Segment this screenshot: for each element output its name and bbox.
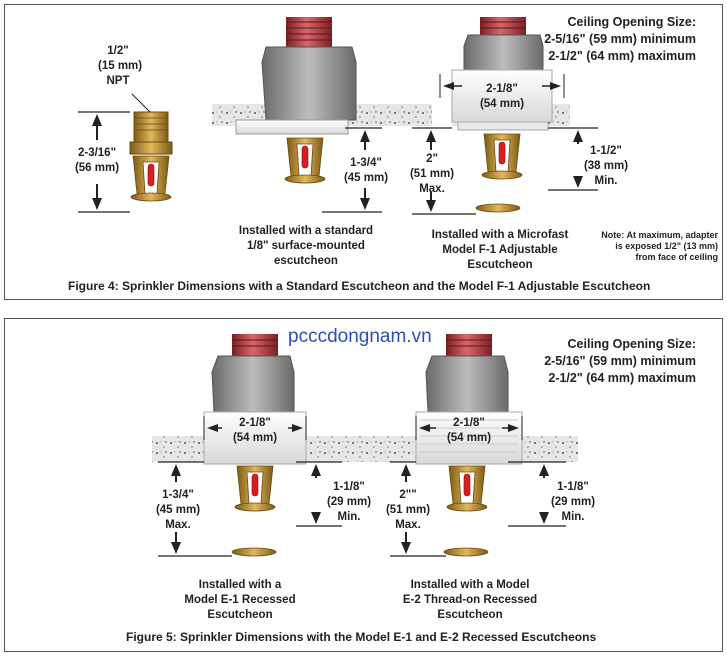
fig4-left-caption: Installed with a standard 1/8" surface-m… — [216, 224, 396, 269]
figure-5-caption: Figure 5: Sprinkler Dimensions with the … — [126, 630, 597, 644]
fig5-right-min-label: 1-1/8" (29 mm) Min. — [546, 480, 600, 525]
fig5-left-min-dimension — [296, 461, 342, 527]
fig4-note-line: is exposed 1/2" (13 mm) — [615, 241, 718, 251]
fig4-right-max-mm: (51 mm) — [409, 168, 455, 180]
fig5-right-max-text: Max. — [395, 519, 421, 531]
fig5-left-min-label: 1-1/8" (29 mm) Min. — [322, 480, 376, 525]
fig4-note: Note: At maximum, adapter is exposed 1/2… — [590, 230, 718, 263]
fig5-left-width: 2-1/8" — [239, 417, 271, 429]
fig4-left-assembly — [235, 17, 357, 184]
fig5-right-caption-line: E-2 Thread-on Recessed — [402, 594, 538, 606]
fig4-left-recess-mm: (45 mm) — [343, 172, 389, 184]
fig5-left-max: 1-3/4" — [162, 489, 194, 501]
npt-size: 1/2" — [107, 45, 129, 57]
fig5-right-caption: Installed with a Model E-2 Thread-on Rec… — [390, 578, 550, 623]
height-2-3-16-dimension — [78, 111, 130, 213]
fig5-left-max-mm: (45 mm) — [155, 504, 201, 516]
fig5-right-assembly — [415, 334, 523, 557]
fig5-left-width-dimension — [203, 416, 307, 440]
fig5-right-caption-line: Escutcheon — [437, 609, 503, 621]
fig5-ceiling-opening-max: 2-1/2" (64 mm) maximum — [548, 371, 696, 385]
fig5-left-caption-line: Installed with a — [198, 579, 282, 591]
watermark-text: pcccdongnam.vn — [288, 326, 432, 347]
fig4-right-min-text: Min. — [594, 175, 618, 187]
fig5-left-max-label: 1-3/4" (45 mm) Max. — [150, 488, 206, 533]
fig4-left-recess: 1-3/4" — [350, 157, 382, 169]
fig5-left-assembly — [203, 334, 307, 557]
fig5-right-caption-line: Installed with a Model — [410, 579, 530, 591]
fig5-left-min-mm: (29 mm) — [326, 496, 372, 508]
fig5-ceiling-opening: Ceiling Opening Size: 2-5/16" (59 mm) mi… — [540, 336, 696, 387]
fig5-right-min: 1-1/8" — [557, 481, 589, 493]
fig4-right-width-mm: (54 mm) — [479, 98, 525, 110]
fig5-left-min: 1-1/8" — [333, 481, 365, 493]
fig4-right-width-label: 2-1/8" (54 mm) — [470, 82, 534, 112]
fig5-ceiling-opening-min: 2-5/16" (59 mm) minimum — [544, 354, 696, 368]
fig4-right-caption-line: Escutcheon — [467, 259, 533, 271]
fig5-right-width-dimension — [415, 416, 523, 440]
figure-4-caption: Figure 4: Sprinkler Dimensions with a St… — [68, 279, 651, 293]
standalone-sprinkler — [129, 111, 173, 202]
fig4-right-min-dimension — [548, 127, 598, 191]
fig5-right-max-dimension — [390, 461, 446, 557]
fig4-right-width-dimension — [439, 74, 565, 98]
npt-leader-line — [131, 93, 151, 113]
fig5-left-min-text: Min. — [337, 511, 361, 523]
fig4-right-assembly — [451, 17, 553, 213]
fig4-right-max-dimension — [412, 127, 476, 215]
fig5-right-width-mm: (54 mm) — [446, 432, 492, 444]
figure-5-panel — [4, 318, 723, 652]
fig4-left-caption-line: 1/8" surface-mounted — [247, 240, 365, 252]
fig5-right-min-text: Min. — [561, 511, 585, 523]
ceiling-fig5-middle — [306, 436, 416, 462]
fig5-left-caption: Installed with a Model E-1 Recessed Escu… — [170, 578, 310, 623]
fig4-right-width: 2-1/8" — [486, 83, 518, 95]
sprinkler-height: 2-3/16" — [77, 147, 117, 159]
fig5-left-caption-line: Model E-1 Recessed — [184, 594, 296, 606]
fig5-left-width-label: 2-1/8" (54 mm) — [222, 416, 288, 446]
sprinkler-height-label: 2-3/16" (56 mm) — [68, 146, 126, 176]
fig4-right-caption-line: Installed with a Microfast — [431, 229, 569, 241]
fig4-ceiling-opening: Ceiling Opening Size: 2-5/16" (59 mm) mi… — [540, 14, 696, 65]
fig4-left-caption-line: Installed with a standard — [238, 225, 374, 237]
fig4-right-min-label: 1-1/2" (38 mm) Min. — [578, 144, 634, 189]
sprinkler-height-mm: (56 mm) — [74, 162, 120, 174]
fig5-right-min-dimension — [508, 461, 566, 527]
fig4-ceiling-opening-max: 2-1/2" (64 mm) maximum — [548, 49, 696, 63]
fig4-right-caption-line: Model F-1 Adjustable — [442, 244, 558, 256]
fig4-left-recess-label: 1-3/4" (45 mm) — [340, 156, 392, 186]
fig5-left-max-dimension — [158, 461, 232, 557]
fig5-right-width: 2-1/8" — [453, 417, 485, 429]
npt-size-mm: (15 mm) — [98, 60, 143, 72]
fig4-left-dimension — [322, 127, 382, 213]
npt-size-label: 1/2" (15 mm) NPT — [98, 44, 143, 89]
fig4-note-line: Note: At maximum, adapter — [601, 230, 718, 240]
fig4-right-max: 2" — [426, 153, 438, 165]
fig5-right-max-label: 2"" (51 mm) Max. — [380, 488, 436, 533]
fig5-right-min-mm: (29 mm) — [550, 496, 596, 508]
ceiling-fig5-right — [522, 436, 578, 462]
fig4-note-line: from face of ceiling — [635, 252, 718, 262]
fig5-left-width-mm: (54 mm) — [232, 432, 278, 444]
fig4-right-max-text: Max. — [419, 183, 445, 195]
fig5-ceiling-opening-title: Ceiling Opening Size: — [567, 337, 696, 351]
fig4-ceiling-opening-title: Ceiling Opening Size: — [567, 15, 696, 29]
fig5-left-caption-line: Escutcheon — [207, 609, 273, 621]
fig5-left-max-text: Max. — [165, 519, 191, 531]
ceiling-fig5-left — [152, 436, 204, 462]
fig5-right-width-label: 2-1/8" (54 mm) — [436, 416, 502, 446]
fig5-right-max-mm: (51 mm) — [385, 504, 431, 516]
fig4-right-min: 1-1/2" — [590, 145, 622, 157]
fig4-right-max-label: 2" (51 mm) Max. — [404, 152, 460, 197]
fig4-right-caption: Installed with a Microfast Model F-1 Adj… — [410, 228, 590, 273]
npt-text: NPT — [106, 75, 130, 87]
fig4-right-min-mm: (38 mm) — [583, 160, 629, 172]
figure-4-panel — [4, 4, 723, 300]
fig4-ceiling-opening-min: 2-5/16" (59 mm) minimum — [544, 32, 696, 46]
fig5-right-max: 2"" — [399, 489, 417, 501]
fig4-left-caption-line: escutcheon — [274, 255, 338, 267]
